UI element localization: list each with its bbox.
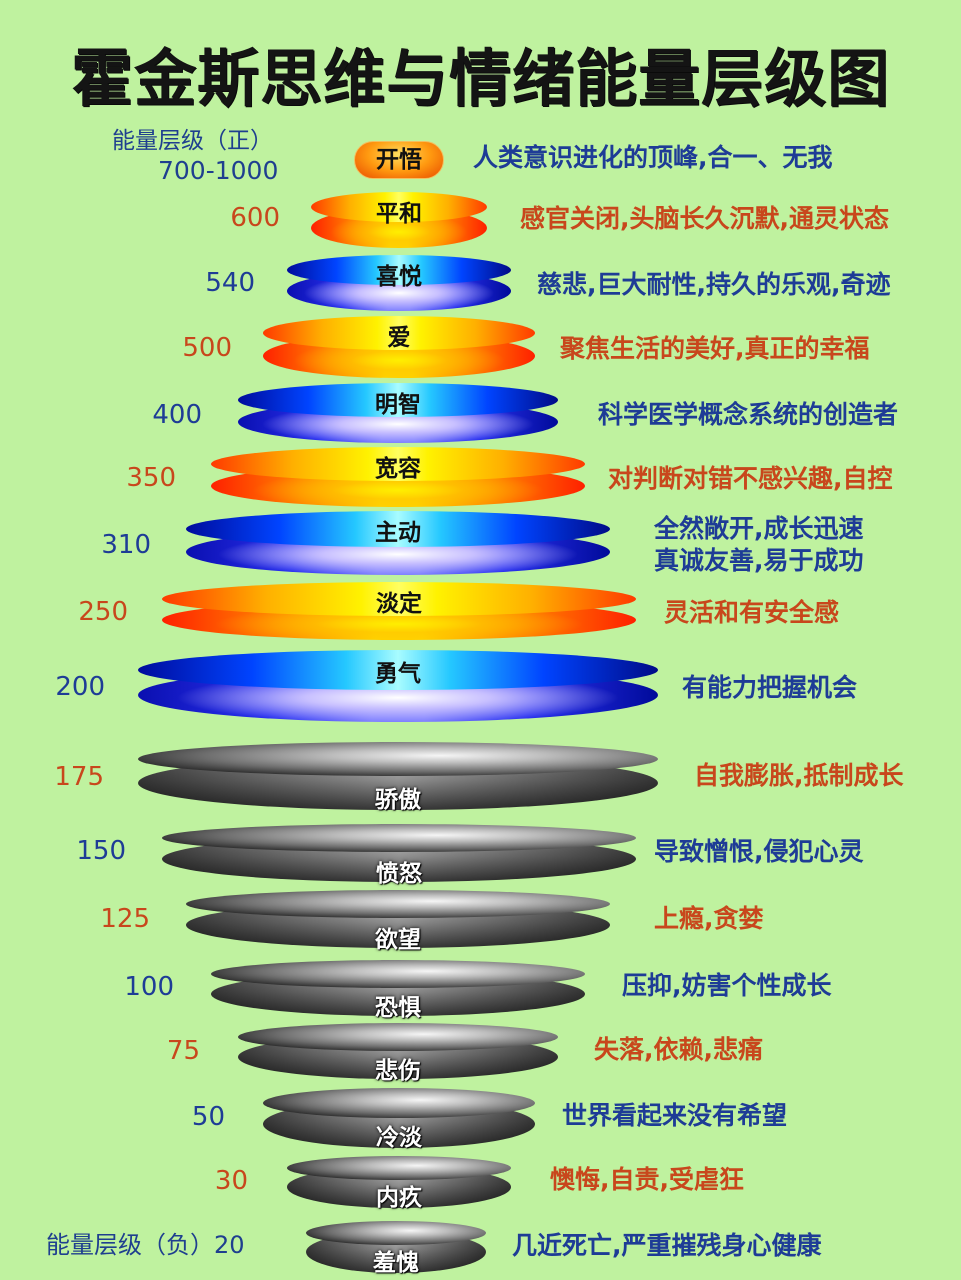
level-desc: 世界看起来没有希望 — [562, 1101, 788, 1130]
disc-pride: 骄傲 — [138, 742, 658, 813]
level-value: 540 — [205, 268, 255, 298]
disc-fear: 恐惧 — [211, 960, 585, 1021]
disc-label: 羞愧 — [373, 1250, 419, 1276]
disc-label: 平和 — [376, 201, 422, 227]
positive-header-range: 700-1000 — [158, 156, 279, 185]
level-desc: 慈悲,巨大耐性,持久的乐观,奇迹 — [537, 270, 891, 299]
level-value: 30 — [214, 1166, 248, 1196]
level-desc: 聚焦生活的美好,真正的幸福 — [560, 334, 870, 363]
disc-guilt: 内疚 — [287, 1156, 511, 1211]
disc-label: 明智 — [375, 392, 421, 418]
level-value: 200 — [55, 672, 105, 702]
disc-shame: 羞愧 — [306, 1221, 486, 1276]
disc-anger: 愤怒 — [162, 824, 636, 887]
disc-label: 喜悦 — [376, 264, 422, 290]
disc-desire: 欲望 — [186, 890, 610, 953]
disc-peace: 平和 — [311, 192, 487, 248]
page-title: 霍金斯思维与情绪能量层级图 — [70, 42, 890, 115]
level-desc: 科学医学概念系统的创造者 — [598, 400, 899, 429]
disc-label: 骄傲 — [375, 787, 421, 813]
level-desc: 感官关闭,头脑长久沉默,通灵状态 — [520, 204, 889, 233]
level-value: 75 — [166, 1036, 200, 1066]
level-value: 350 — [126, 463, 176, 493]
level-desc: 压抑,妨害个性成长 — [622, 971, 832, 1000]
disc-label: 勇气 — [375, 661, 421, 687]
negative-level-footer: 能量层级（负）20 — [46, 1231, 245, 1259]
level-desc: 全然敞开,成长迅速 真诚友善,易于成功 — [654, 513, 864, 577]
level-desc: 有能力把握机会 — [682, 673, 858, 702]
disc-grief: 悲伤 — [238, 1023, 558, 1084]
level-desc-line-1: 全然敞开,成长迅速 — [654, 514, 864, 543]
disc-label: 冷淡 — [376, 1125, 422, 1151]
level-desc: 对判断对错不感兴趣,自控 — [608, 464, 893, 493]
level-value: 175 — [54, 762, 104, 792]
level-value: 310 — [101, 530, 151, 560]
level-value: 125 — [100, 904, 150, 934]
level-desc-line-2: 真诚友善,易于成功 — [654, 546, 864, 575]
level-value: 100 — [124, 972, 174, 1002]
disc-label: 内疚 — [376, 1185, 422, 1211]
disc-label: 淡定 — [376, 591, 422, 617]
level-desc: 上瘾,贪婪 — [654, 904, 764, 933]
disc-enlightenment: 开悟 — [354, 141, 444, 179]
disc-willingness: 主动 — [186, 511, 610, 575]
level-desc: 几近死亡,严重摧残身心健康 — [512, 1231, 822, 1260]
positive-level-header: 能量层级（正） 700-1000 — [80, 126, 280, 186]
level-value: 600 — [230, 203, 280, 233]
disc-courage: 勇气 — [138, 650, 658, 722]
disc-label: 愤怒 — [376, 861, 422, 887]
disc-label: 恐惧 — [375, 995, 421, 1021]
disc-label: 宽容 — [375, 456, 421, 482]
level-desc: 失落,依赖,悲痛 — [594, 1035, 763, 1064]
level-desc: 懊悔,自责,受虐狂 — [550, 1165, 744, 1194]
positive-header-label: 能量层级（正） — [112, 128, 273, 154]
disc-neutrality: 淡定 — [162, 582, 636, 640]
disc-reason: 明智 — [238, 383, 558, 443]
level-value: 250 — [78, 597, 128, 627]
disc-label: 主动 — [375, 520, 421, 546]
disc-label: 开悟 — [376, 147, 422, 173]
disc-love: 爱 — [263, 316, 535, 378]
disc-label: 爱 — [387, 325, 411, 351]
disc-acceptance: 宽容 — [211, 447, 585, 507]
level-value: 500 — [182, 333, 232, 363]
level-desc: 人类意识进化的顶峰,合一、无我 — [473, 143, 833, 172]
level-desc: 导致憎恨,侵犯心灵 — [654, 837, 864, 866]
level-value: 50 — [191, 1102, 225, 1132]
disc-label: 欲望 — [375, 927, 421, 953]
disc-label: 悲伤 — [375, 1058, 421, 1084]
level-desc: 自我膨胀,抵制成长 — [694, 761, 904, 790]
level-desc: 灵活和有安全感 — [664, 598, 840, 627]
disc-joy: 喜悦 — [287, 255, 511, 311]
level-value: 400 — [152, 400, 202, 430]
level-value: 150 — [76, 836, 126, 866]
disc-apathy: 冷淡 — [263, 1088, 535, 1151]
